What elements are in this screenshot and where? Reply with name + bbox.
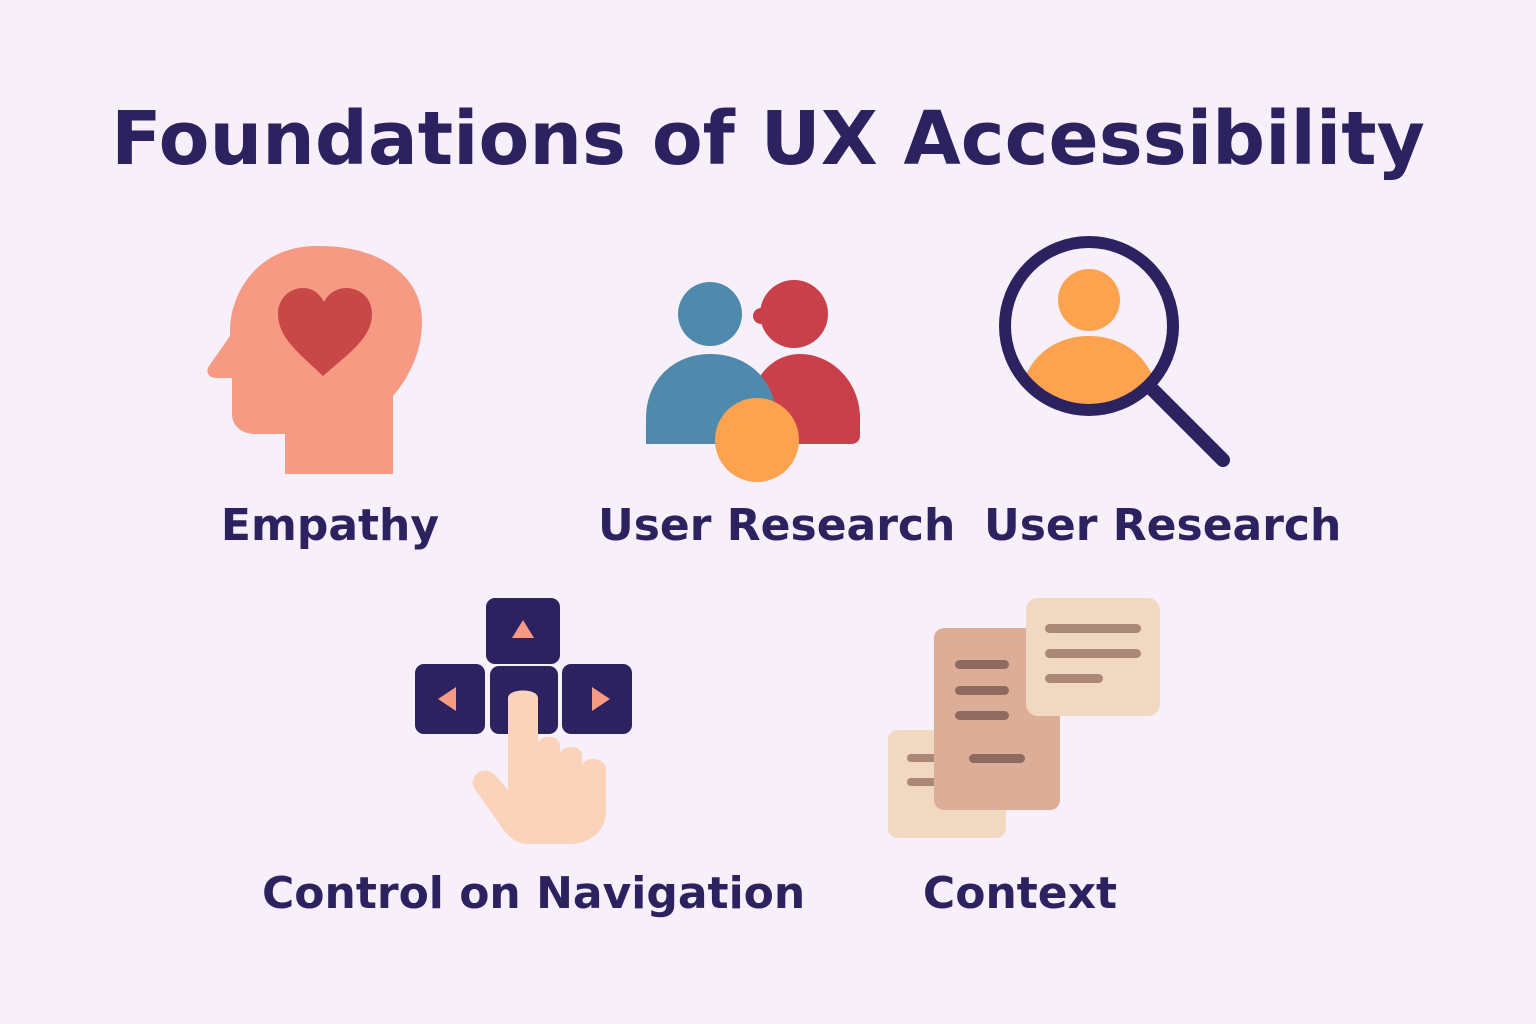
- page-title: Foundations of UX Accessibility: [111, 96, 1425, 182]
- user-research-icon-wrap: [640, 278, 870, 488]
- item-label-empathy: Empathy: [220, 500, 440, 551]
- documents-icon: [888, 598, 1160, 838]
- item-label-user-research-2: User Research: [984, 500, 1342, 551]
- magnifier-person-icon: [999, 236, 1230, 467]
- arrow-keys-hand-icon: [415, 598, 632, 844]
- people-group-icon: [646, 280, 860, 482]
- item-label-context: Context: [922, 868, 1118, 919]
- item-label-control-on-navigation: Control on Navigation: [262, 868, 806, 919]
- head-heart-icon: [207, 245, 422, 474]
- item-label-user-research-1: User Research: [598, 500, 956, 551]
- context-icon-wrap: [885, 596, 1165, 842]
- navigation-icon-wrap: [410, 594, 640, 850]
- empathy-icon-wrap: [200, 236, 430, 476]
- user-research-2-icon-wrap: [995, 232, 1235, 472]
